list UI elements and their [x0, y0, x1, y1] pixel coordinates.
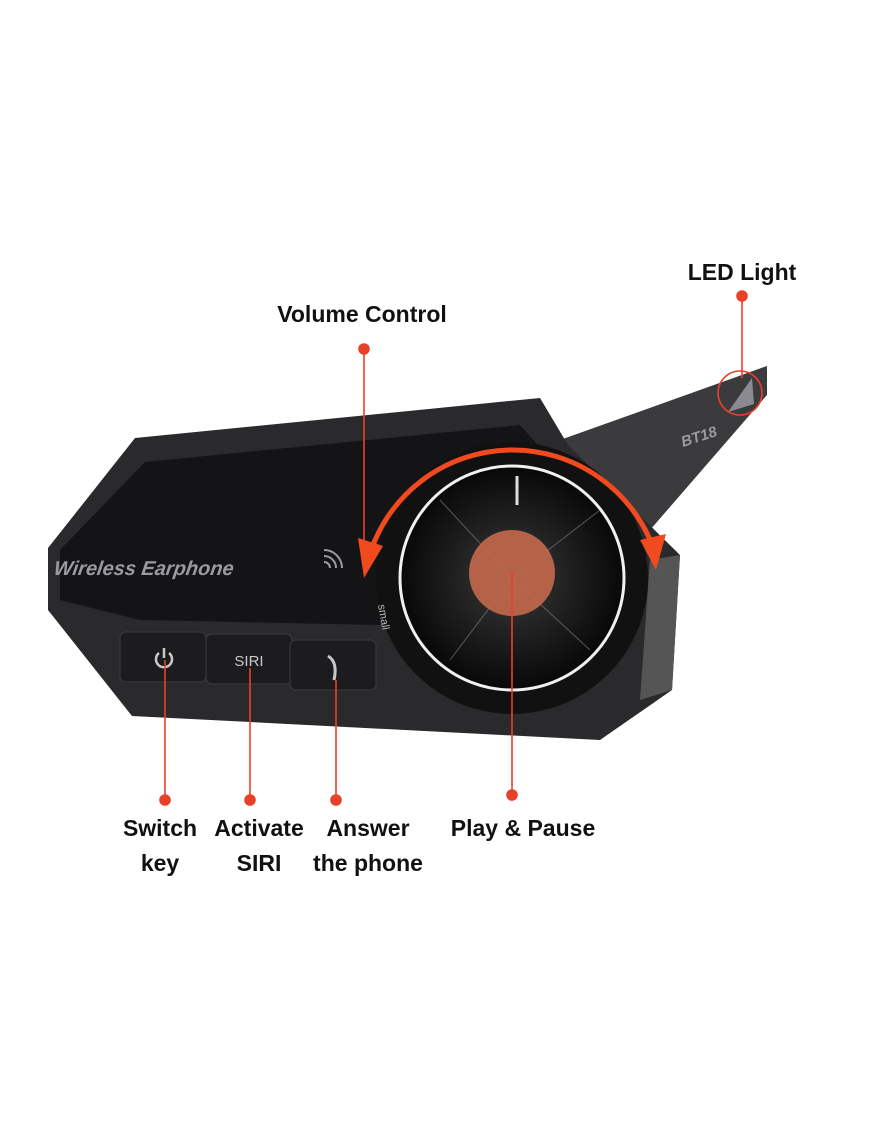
wireless-waves-icon [323, 549, 343, 569]
phone-icon [327, 654, 337, 681]
callout-switch [159, 660, 171, 806]
power-icon [154, 652, 174, 669]
callout-volume [358, 343, 370, 540]
svg-text:SIRI: SIRI [234, 653, 263, 670]
label-play-pause: Play & Pause [450, 815, 596, 841]
answer-phone-button[interactable] [289, 639, 377, 691]
label-volume-control: Volume Control [277, 301, 447, 327]
brand-text: Wireless Earphone [52, 558, 235, 580]
power-button[interactable] [119, 631, 207, 683]
callout-play [506, 573, 518, 801]
siri-button[interactable]: SIRI [205, 633, 293, 685]
dial-small-label: small [375, 603, 391, 630]
callout-siri [244, 668, 256, 806]
callout-led [717, 290, 763, 416]
arrow-head-right [640, 534, 666, 570]
callout-answer [330, 680, 342, 806]
led-light [728, 378, 754, 412]
label-led-light: LED Light [687, 259, 797, 285]
arrow-head-left [358, 538, 383, 578]
volume-rotation-arrow [365, 447, 659, 561]
